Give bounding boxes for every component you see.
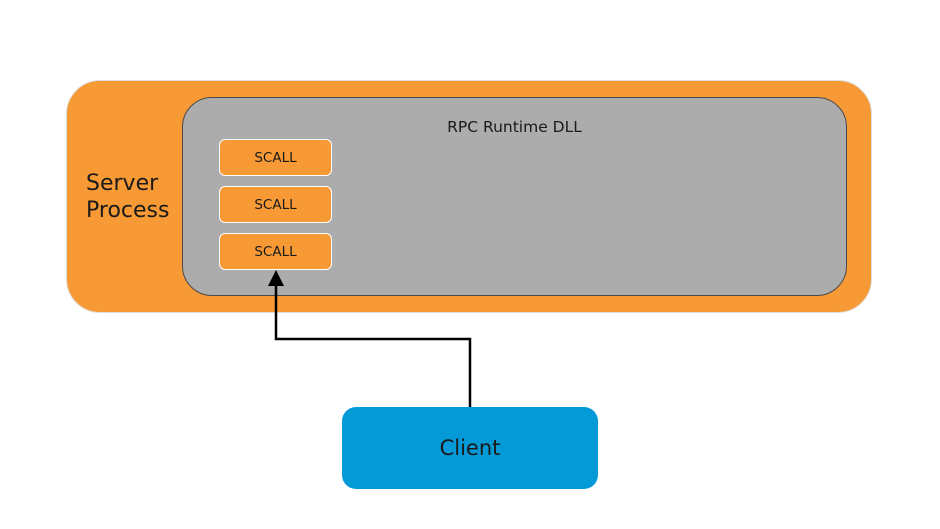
client-box: Client	[342, 407, 598, 489]
scall-box-3: SCALL	[219, 233, 332, 270]
rpc-runtime-dll-label: RPC Runtime DLL	[447, 118, 582, 136]
scall-label-1: SCALL	[254, 149, 297, 166]
scall-box-1: SCALL	[219, 139, 332, 176]
server-process-label: Server Process	[86, 171, 170, 223]
scall-box-2: SCALL	[219, 186, 332, 223]
scall-label-3: SCALL	[254, 243, 297, 260]
client-label: Client	[439, 436, 501, 460]
scall-label-2: SCALL	[254, 196, 297, 213]
